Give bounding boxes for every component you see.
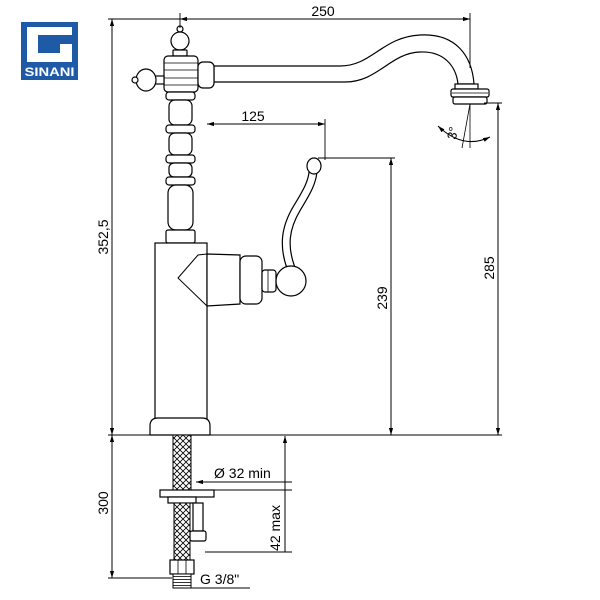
label-lever-reach: 125: [241, 108, 265, 124]
fixing-nut: [167, 496, 197, 504]
lever-handle: [275, 157, 322, 297]
column-ring: [165, 154, 196, 164]
body-cylinder: [154, 242, 208, 421]
finial-ball: [170, 31, 190, 51]
fixing-plate: [159, 489, 215, 498]
dimension-labels: 250 125 352,5 285 239 3° 300 Ø 32 min 42…: [95, 3, 497, 587]
side-knob-nub: [131, 76, 139, 84]
lever-connector: [206, 253, 241, 307]
label-counter-thickness: 42 max: [267, 505, 283, 551]
spout-nut: [197, 61, 215, 89]
faucet-column: [131, 25, 215, 244]
finial-collar: [172, 49, 188, 57]
lever-knob: [306, 157, 322, 175]
lever-arm-fill: [282, 171, 317, 270]
logo-mark: [27, 27, 72, 62]
label-under-counter-length: 300: [95, 491, 111, 515]
brand-logo: SINANI: [21, 22, 78, 80]
column-segment: [168, 162, 193, 178]
hose-hex-nut: [169, 559, 195, 575]
label-spout-angle: 3°: [444, 125, 461, 140]
angle-arc: [437, 125, 491, 143]
hose-thread: [172, 573, 192, 589]
body-base: [149, 417, 211, 436]
under-counter-assembly: [159, 434, 215, 589]
column-ring: [165, 176, 196, 186]
side-pipe: [192, 502, 204, 532]
column-ring: [165, 91, 196, 101]
side-pipe-nut: [189, 530, 207, 542]
spout-tube: [213, 34, 475, 85]
lever-ball: [275, 265, 307, 297]
braided-hose: [173, 502, 191, 561]
label-overall-reach: 250: [311, 3, 335, 19]
dimension-lines: [108, 13, 502, 589]
aerator-tip: [452, 96, 488, 105]
label-spout-height: 285: [481, 256, 497, 280]
label-total-height: 352,5: [95, 219, 111, 254]
column-segment: [168, 99, 193, 126]
faucet-body: [149, 242, 277, 436]
lever-flange: [239, 255, 263, 305]
logo-text: SINANI: [25, 65, 75, 79]
side-knob-ball: [135, 68, 157, 92]
column-neck: [165, 229, 196, 244]
label-hole-diameter: Ø 32 min: [214, 465, 271, 481]
aerator-connector: [454, 83, 479, 90]
spout: [213, 34, 490, 105]
column-ring: [165, 124, 196, 134]
lever-neck: [261, 269, 277, 293]
label-connection-thread: G 3/8": [200, 571, 239, 587]
threaded-shank: [172, 434, 192, 491]
valve-head: [163, 55, 199, 93]
label-lever-height: 239: [374, 286, 390, 310]
lever-connector-chevron: [177, 253, 208, 307]
column-segment: [167, 184, 194, 231]
column-segment: [168, 132, 193, 156]
